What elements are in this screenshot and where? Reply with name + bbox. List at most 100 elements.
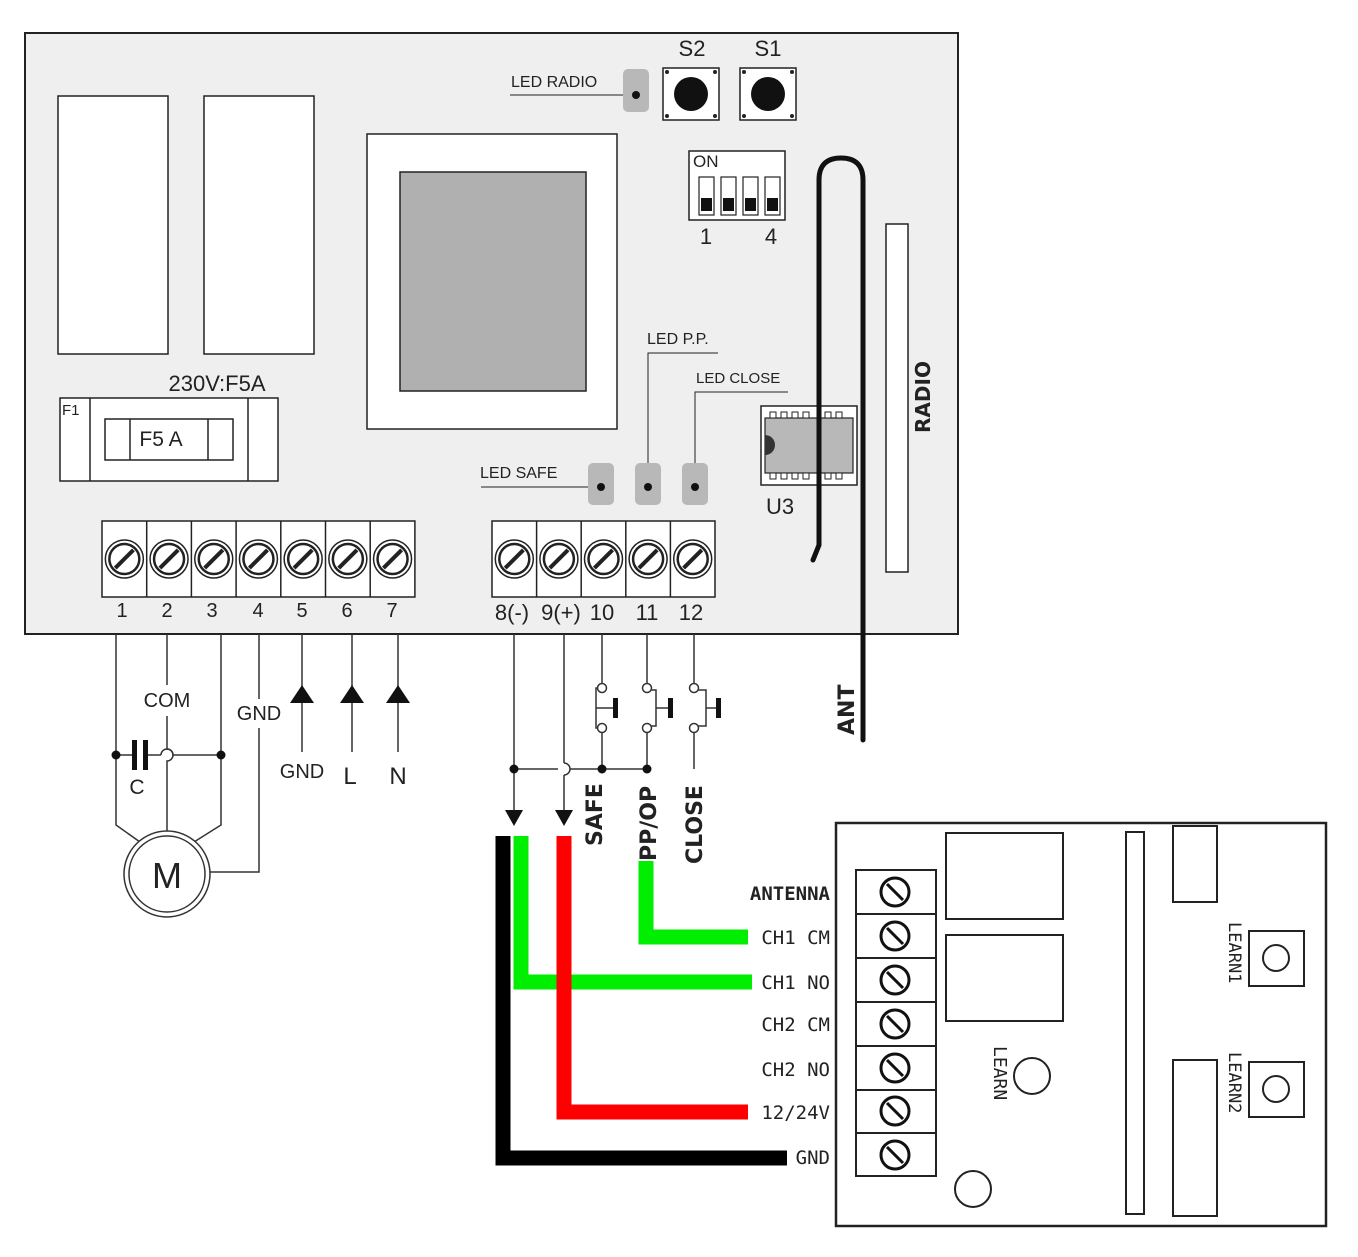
terminal-number: 5 bbox=[296, 600, 307, 622]
input-wiring-marks: SAFE PP/OP CLOSE ANT bbox=[505, 682, 860, 864]
ch1-cm-wire bbox=[638, 861, 748, 945]
receiver-component bbox=[1172, 825, 1218, 903]
terminal-screw-icon bbox=[194, 539, 234, 579]
dip-last-label: 4 bbox=[765, 224, 777, 249]
power-gnd-label: GND bbox=[280, 761, 324, 783]
led-close-label: LED CLOSE bbox=[696, 370, 780, 387]
dip-switch: ON 1 4 bbox=[688, 150, 786, 249]
terminal-number: 11 bbox=[636, 600, 659, 625]
terminal-number: 9(+) bbox=[541, 600, 581, 625]
power-l-label: L bbox=[343, 763, 356, 790]
learn2-label: LEARN2 bbox=[1224, 1052, 1244, 1113]
terminal-number: 12 bbox=[679, 600, 703, 625]
transformer bbox=[366, 133, 618, 430]
button-s2: S2 bbox=[662, 36, 720, 121]
capacitor-symbol bbox=[132, 740, 148, 770]
terminal-screw-icon bbox=[672, 539, 713, 579]
colored-wires bbox=[495, 836, 787, 1166]
receiver-hole bbox=[954, 1170, 992, 1208]
terminal-screw-icon bbox=[494, 539, 535, 579]
learn-button bbox=[1013, 1057, 1051, 1095]
learn1-label: LEARN1 bbox=[1224, 922, 1244, 983]
motor-gnd-label: GND bbox=[237, 703, 281, 725]
button-s2-label: S2 bbox=[679, 36, 706, 61]
terminal-screw-icon bbox=[879, 964, 911, 996]
terminal-number: 2 bbox=[161, 600, 172, 622]
led-pp: LED P.P. bbox=[635, 331, 718, 505]
terminal-screw-icon bbox=[372, 539, 413, 579]
receiver-terminal-label: GND bbox=[796, 1147, 830, 1169]
terminal-number: 8(-) bbox=[495, 600, 529, 625]
arrow-up-icon bbox=[340, 685, 364, 703]
terminal-number: 1 bbox=[116, 600, 127, 622]
motor-symbol: M bbox=[123, 830, 211, 918]
capacitor-label: C bbox=[129, 776, 144, 799]
terminal-numbers: 1 2 3 4 5 6 7 8(-) 9(+) 10 11 12 bbox=[116, 600, 703, 625]
terminal-screw-icon bbox=[283, 539, 323, 579]
terminal-screw-icon bbox=[149, 539, 189, 579]
terminal-number: 3 bbox=[206, 600, 217, 622]
input-close-label: CLOSE bbox=[683, 785, 708, 864]
terminal-screw-icon bbox=[628, 539, 668, 579]
input-ppop-label: PP/OP bbox=[637, 786, 662, 861]
terminal-screw-icon bbox=[879, 876, 911, 908]
ch1-no-wire bbox=[513, 836, 752, 990]
terminal-screw-icon bbox=[539, 539, 579, 579]
ic-u3-label: U3 bbox=[766, 494, 794, 519]
fuse-ref: F1 bbox=[62, 402, 80, 419]
motor-label: M bbox=[152, 855, 182, 896]
terminal-block-left bbox=[101, 520, 416, 598]
led-close: LED CLOSE bbox=[682, 370, 788, 505]
led-pp-label: LED P.P. bbox=[647, 331, 709, 348]
receiver-module: LEARN LEARN1 LEARN2 ANTENNA CH1 CM CH1 N… bbox=[750, 821, 1328, 1228]
dip-on-label: ON bbox=[693, 152, 719, 171]
button-s1-label: S1 bbox=[755, 36, 782, 61]
arrow-down-icon bbox=[555, 810, 573, 826]
input-wiring bbox=[513, 634, 718, 810]
fuse-rating: 230V:F5A bbox=[168, 371, 265, 396]
terminal-screw-icon bbox=[238, 539, 279, 579]
led-safe: LED SAFE bbox=[480, 463, 614, 505]
receiver-screws bbox=[879, 876, 911, 1171]
terminal-screw-icon bbox=[879, 1095, 911, 1127]
relay-1 bbox=[57, 95, 169, 355]
led-radio: LED RADIO bbox=[510, 69, 649, 112]
ic-u3: U3 bbox=[760, 405, 858, 519]
antenna-wire bbox=[810, 155, 866, 743]
terminal-screw-icon bbox=[104, 539, 145, 579]
power-wire bbox=[556, 836, 748, 1120]
terminal-number: 10 bbox=[590, 600, 614, 625]
terminal-screw-icon bbox=[879, 920, 911, 952]
terminal-screw-icon bbox=[583, 539, 624, 579]
fuse-label: F5 A bbox=[139, 428, 182, 451]
receiver-relay-1 bbox=[945, 832, 1064, 920]
terminal-number: 4 bbox=[252, 600, 263, 622]
receiver-terminal-label: CH1 NO bbox=[761, 972, 830, 994]
arrow-up-icon bbox=[290, 685, 314, 703]
relay-2 bbox=[203, 95, 315, 355]
receiver-relay-2 bbox=[945, 934, 1064, 1022]
dip-first-label: 1 bbox=[700, 224, 712, 249]
led-radio-label: LED RADIO bbox=[511, 74, 597, 91]
receiver-terminal-label: CH2 CM bbox=[761, 1014, 830, 1036]
com-label: COM bbox=[144, 690, 191, 712]
learn-label: LEARN bbox=[989, 1046, 1010, 1100]
learn2-button bbox=[1248, 1061, 1305, 1118]
button-s1: S1 bbox=[739, 36, 797, 121]
receiver-terminal-label: 12/24V bbox=[761, 1102, 830, 1124]
fuse-holder: 230V:F5A F1 F5 A bbox=[59, 371, 279, 482]
receiver-terminal-label: CH2 NO bbox=[761, 1059, 830, 1081]
terminal-block-right bbox=[491, 520, 716, 598]
radio-slot-label: RADIO bbox=[911, 361, 935, 433]
control-board: 230V:F5A F1 F5 A LED RADIO S2 S1 bbox=[24, 32, 959, 743]
receiver-terminal-label: CH1 CM bbox=[761, 927, 830, 949]
terminal-screw-icon bbox=[879, 1052, 911, 1084]
terminal-screw-icon bbox=[879, 1008, 911, 1040]
receiver-slot bbox=[1125, 831, 1145, 1215]
gnd-wire bbox=[495, 836, 787, 1166]
input-safe-label: SAFE bbox=[583, 783, 608, 846]
led-safe-label: LED SAFE bbox=[480, 465, 557, 482]
arrow-up-icon bbox=[386, 685, 410, 703]
receiver-terminal-label: ANTENNA bbox=[750, 883, 831, 905]
